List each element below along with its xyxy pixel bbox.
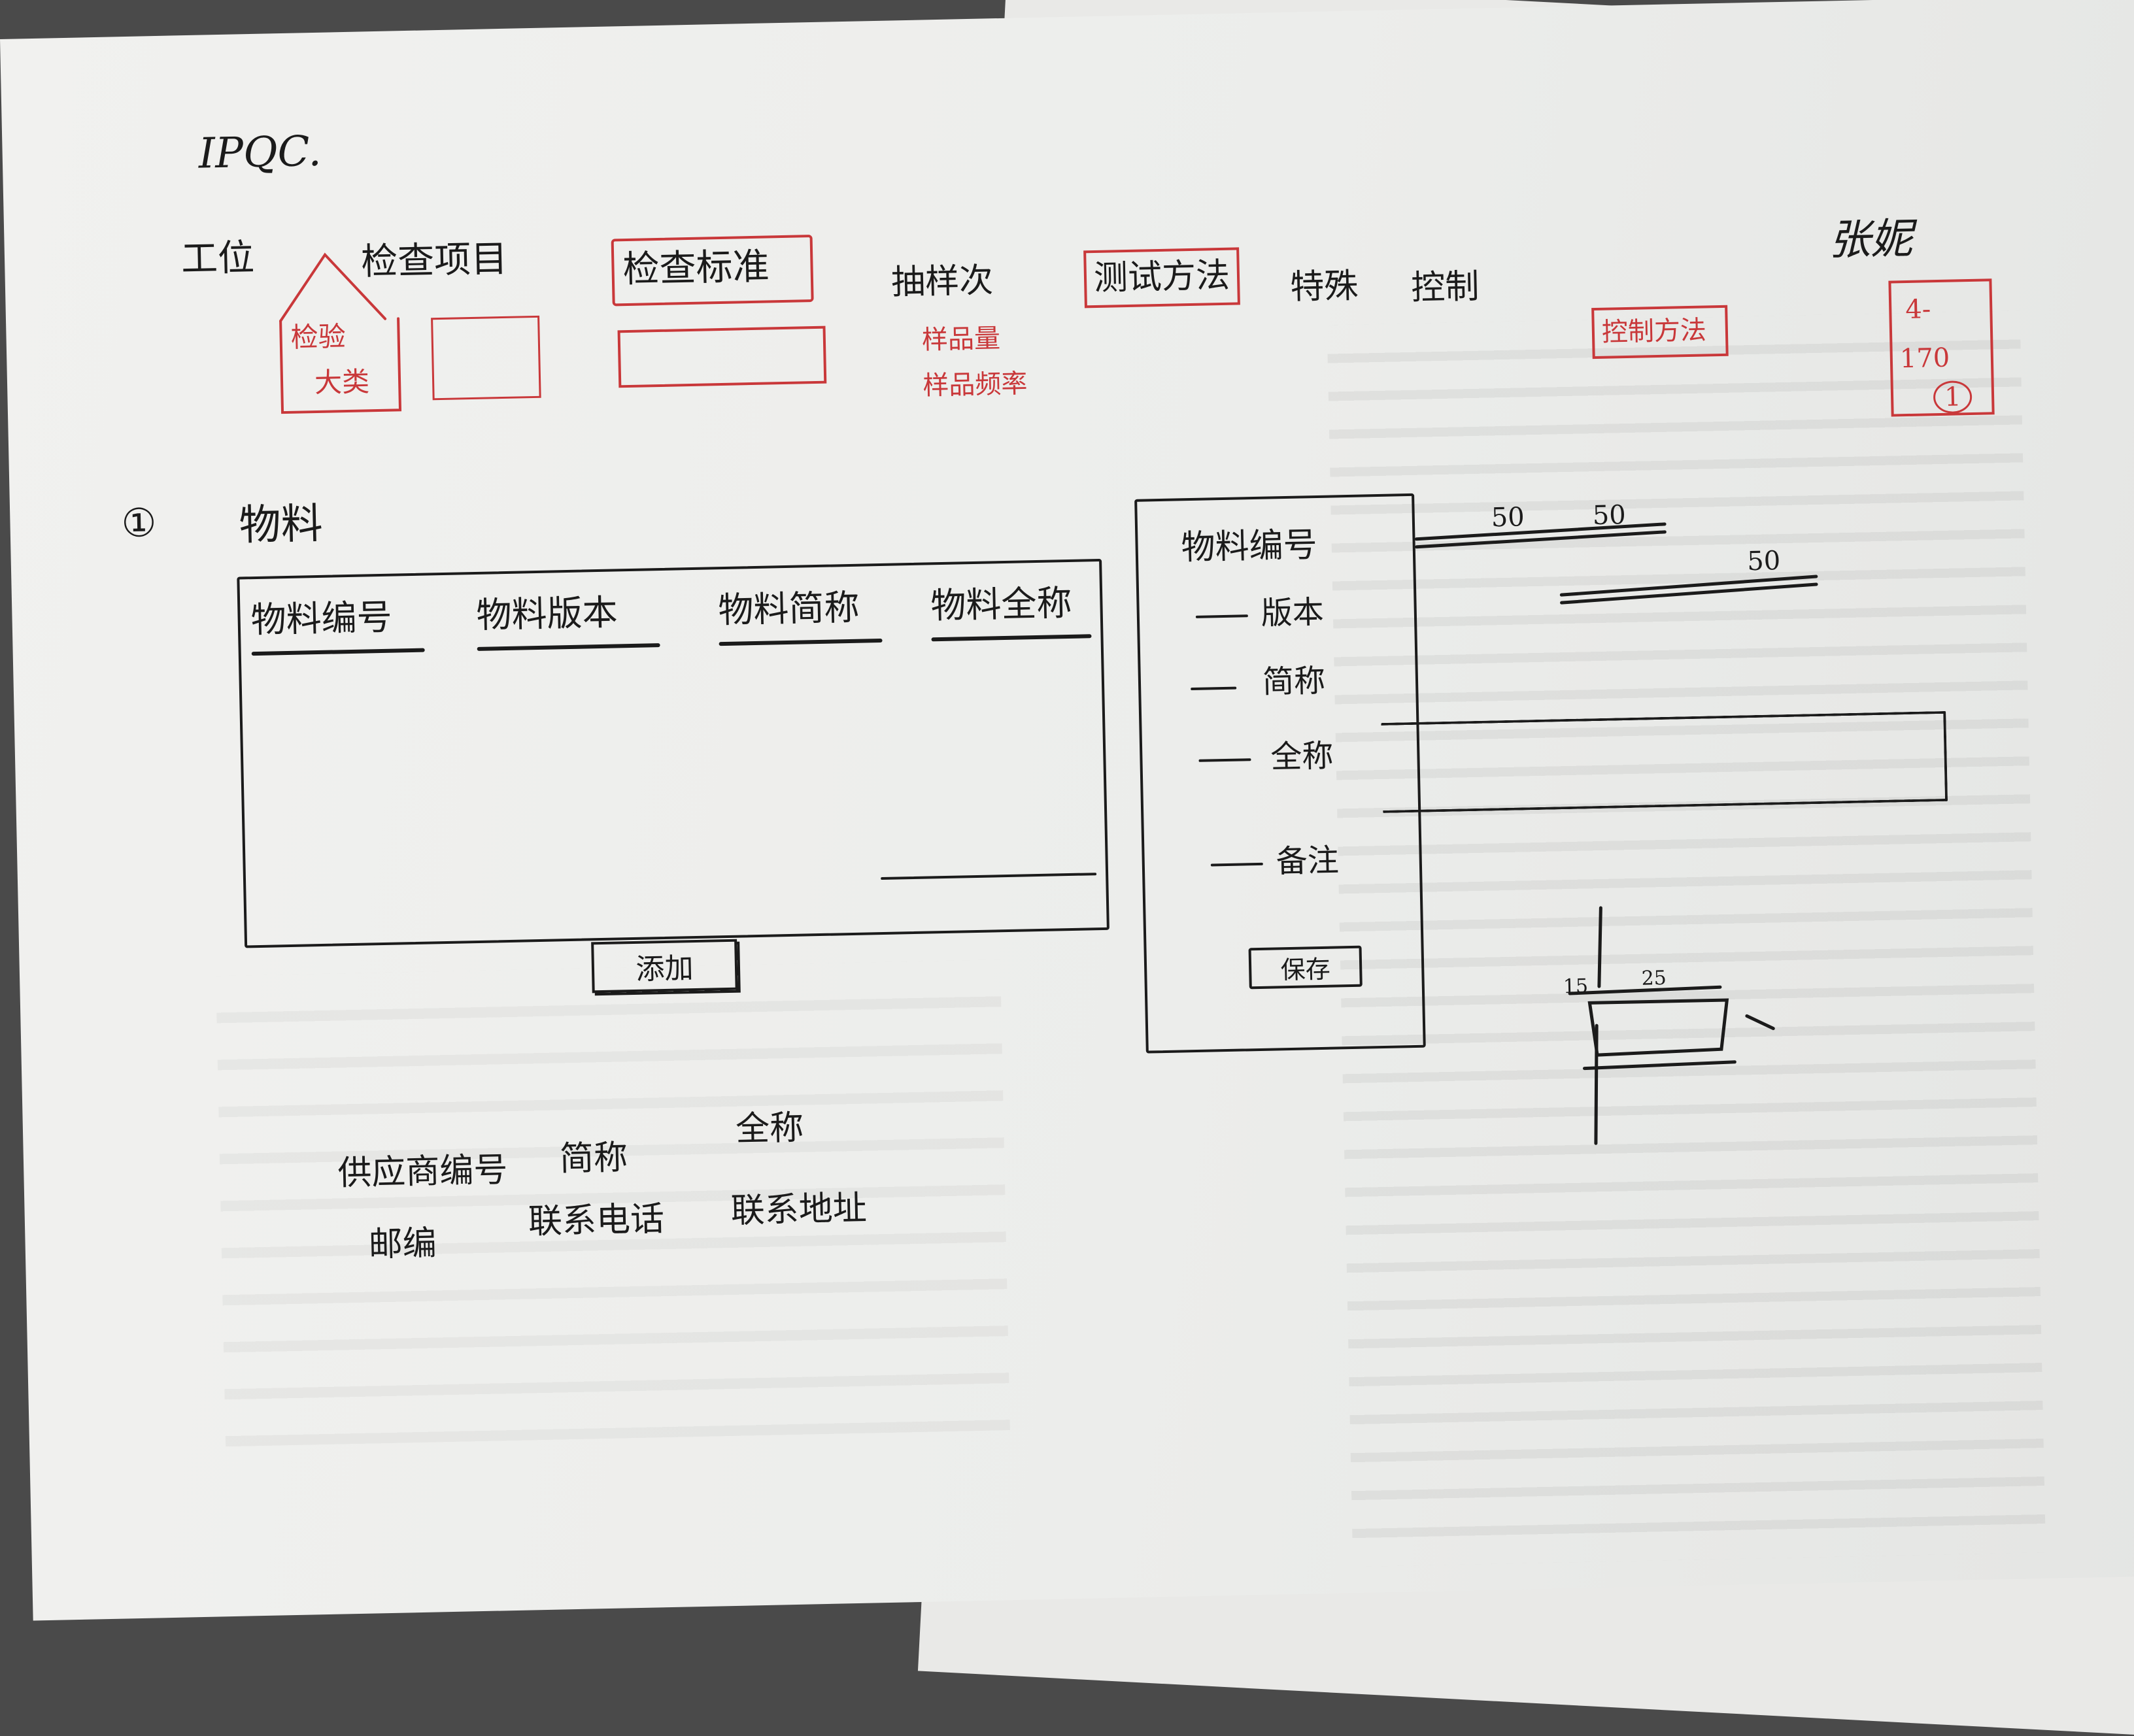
- supplier-code-note: 供应商编号: [337, 1150, 509, 1194]
- supplier-full-name-note: 全称: [735, 1108, 804, 1149]
- postcode-note: 邮编: [368, 1224, 437, 1265]
- paper-sheet: IPQC. 工位 检查项目 检查标准 抽样次 测试方法 特殊 控制 张妮 检验 …: [0, 0, 2134, 1621]
- phone-note: 联系电话: [528, 1199, 665, 1242]
- ink-sketch-strokes: [279, 252, 1818, 1145]
- supplier-short-name-note: 简称: [559, 1138, 628, 1179]
- address-note: 联系地址: [730, 1188, 868, 1231]
